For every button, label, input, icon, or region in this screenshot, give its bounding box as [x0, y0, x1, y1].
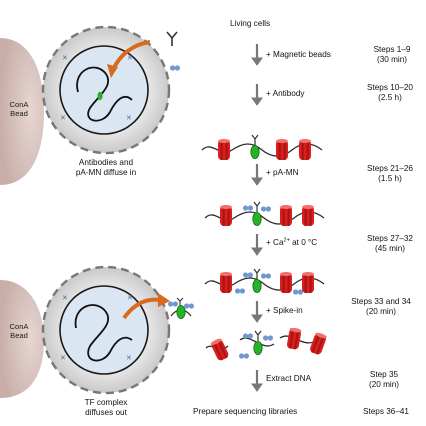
svg-text:✕: ✕: [126, 354, 132, 362]
step-3-time: (1.5 h): [378, 174, 402, 183]
top-cell-illustration: ✕ ✕ ✕ ✕: [0, 25, 180, 185]
step-3-range: Steps 21–26: [367, 164, 413, 173]
step-2-label: + Antibody: [266, 89, 305, 98]
conA-bead-label-bottom: ConA Bead: [9, 322, 29, 340]
svg-text:✕: ✕: [126, 114, 132, 122]
step-1-label: + Magnetic beads: [266, 50, 331, 59]
svg-text:✕: ✕: [60, 354, 66, 362]
step-2-time: (2.5 h): [378, 93, 402, 102]
chromatin-row-4: [205, 327, 328, 362]
step-start-label: Living cells: [230, 19, 271, 28]
svg-text:✕: ✕: [127, 294, 133, 302]
chromatin-row-3: [204, 268, 325, 295]
step-4-time: (45 min): [374, 244, 406, 253]
step-end-range: Steps 36–41: [363, 407, 409, 416]
released-tf-complex: [168, 297, 194, 319]
conA-bead-label-top: ConA Bead: [9, 100, 29, 118]
transcription-factor-icon: [250, 145, 260, 159]
pa-mn-icon: [170, 65, 180, 71]
conA-bead-top: [0, 38, 44, 185]
chromatin-top: [76, 66, 133, 122]
step-5-label: + Spike-in: [266, 306, 303, 315]
diffuse-out-arrow: [122, 297, 161, 320]
step-6-label: Extract DNA: [266, 374, 312, 383]
step-6-time: (20 min): [368, 380, 400, 389]
step-end-label: Prepare sequencing libraries: [193, 407, 298, 416]
step-3-label: + pA-MN: [266, 168, 299, 177]
svg-text:✕: ✕: [127, 54, 133, 62]
step-1-time: (30 min): [376, 55, 408, 64]
bottom-cell-illustration: ✕ ✕ ✕ ✕: [0, 265, 194, 398]
top-cell-caption: Antibodies and pA-MN diffuse in: [75, 158, 137, 177]
step-1-range: Steps 1–9: [373, 45, 411, 54]
conA-bead-bottom: [0, 280, 44, 398]
step-4-range: Steps 27–32: [367, 234, 413, 243]
chromatin-row-2: [204, 201, 325, 226]
antibody-icon: [166, 31, 178, 46]
step-2-range: Steps 10–20: [367, 83, 413, 92]
step-5-range: Steps 33 and 34: [351, 297, 411, 306]
chromatin-row-1: [201, 134, 323, 160]
svg-text:✕: ✕: [62, 294, 68, 302]
step-5-time: (20 min): [365, 307, 397, 316]
chromatin-bottom: [74, 304, 133, 362]
step-4-label: + Ca2+ at 0 °C: [266, 237, 318, 247]
svg-text:✕: ✕: [60, 114, 66, 122]
step-6-range: Step 35: [369, 370, 399, 379]
bottom-cell-caption: TF complex diffuses out: [84, 398, 128, 417]
protocol-arrows: [251, 44, 263, 392]
svg-text:✕: ✕: [62, 54, 68, 62]
